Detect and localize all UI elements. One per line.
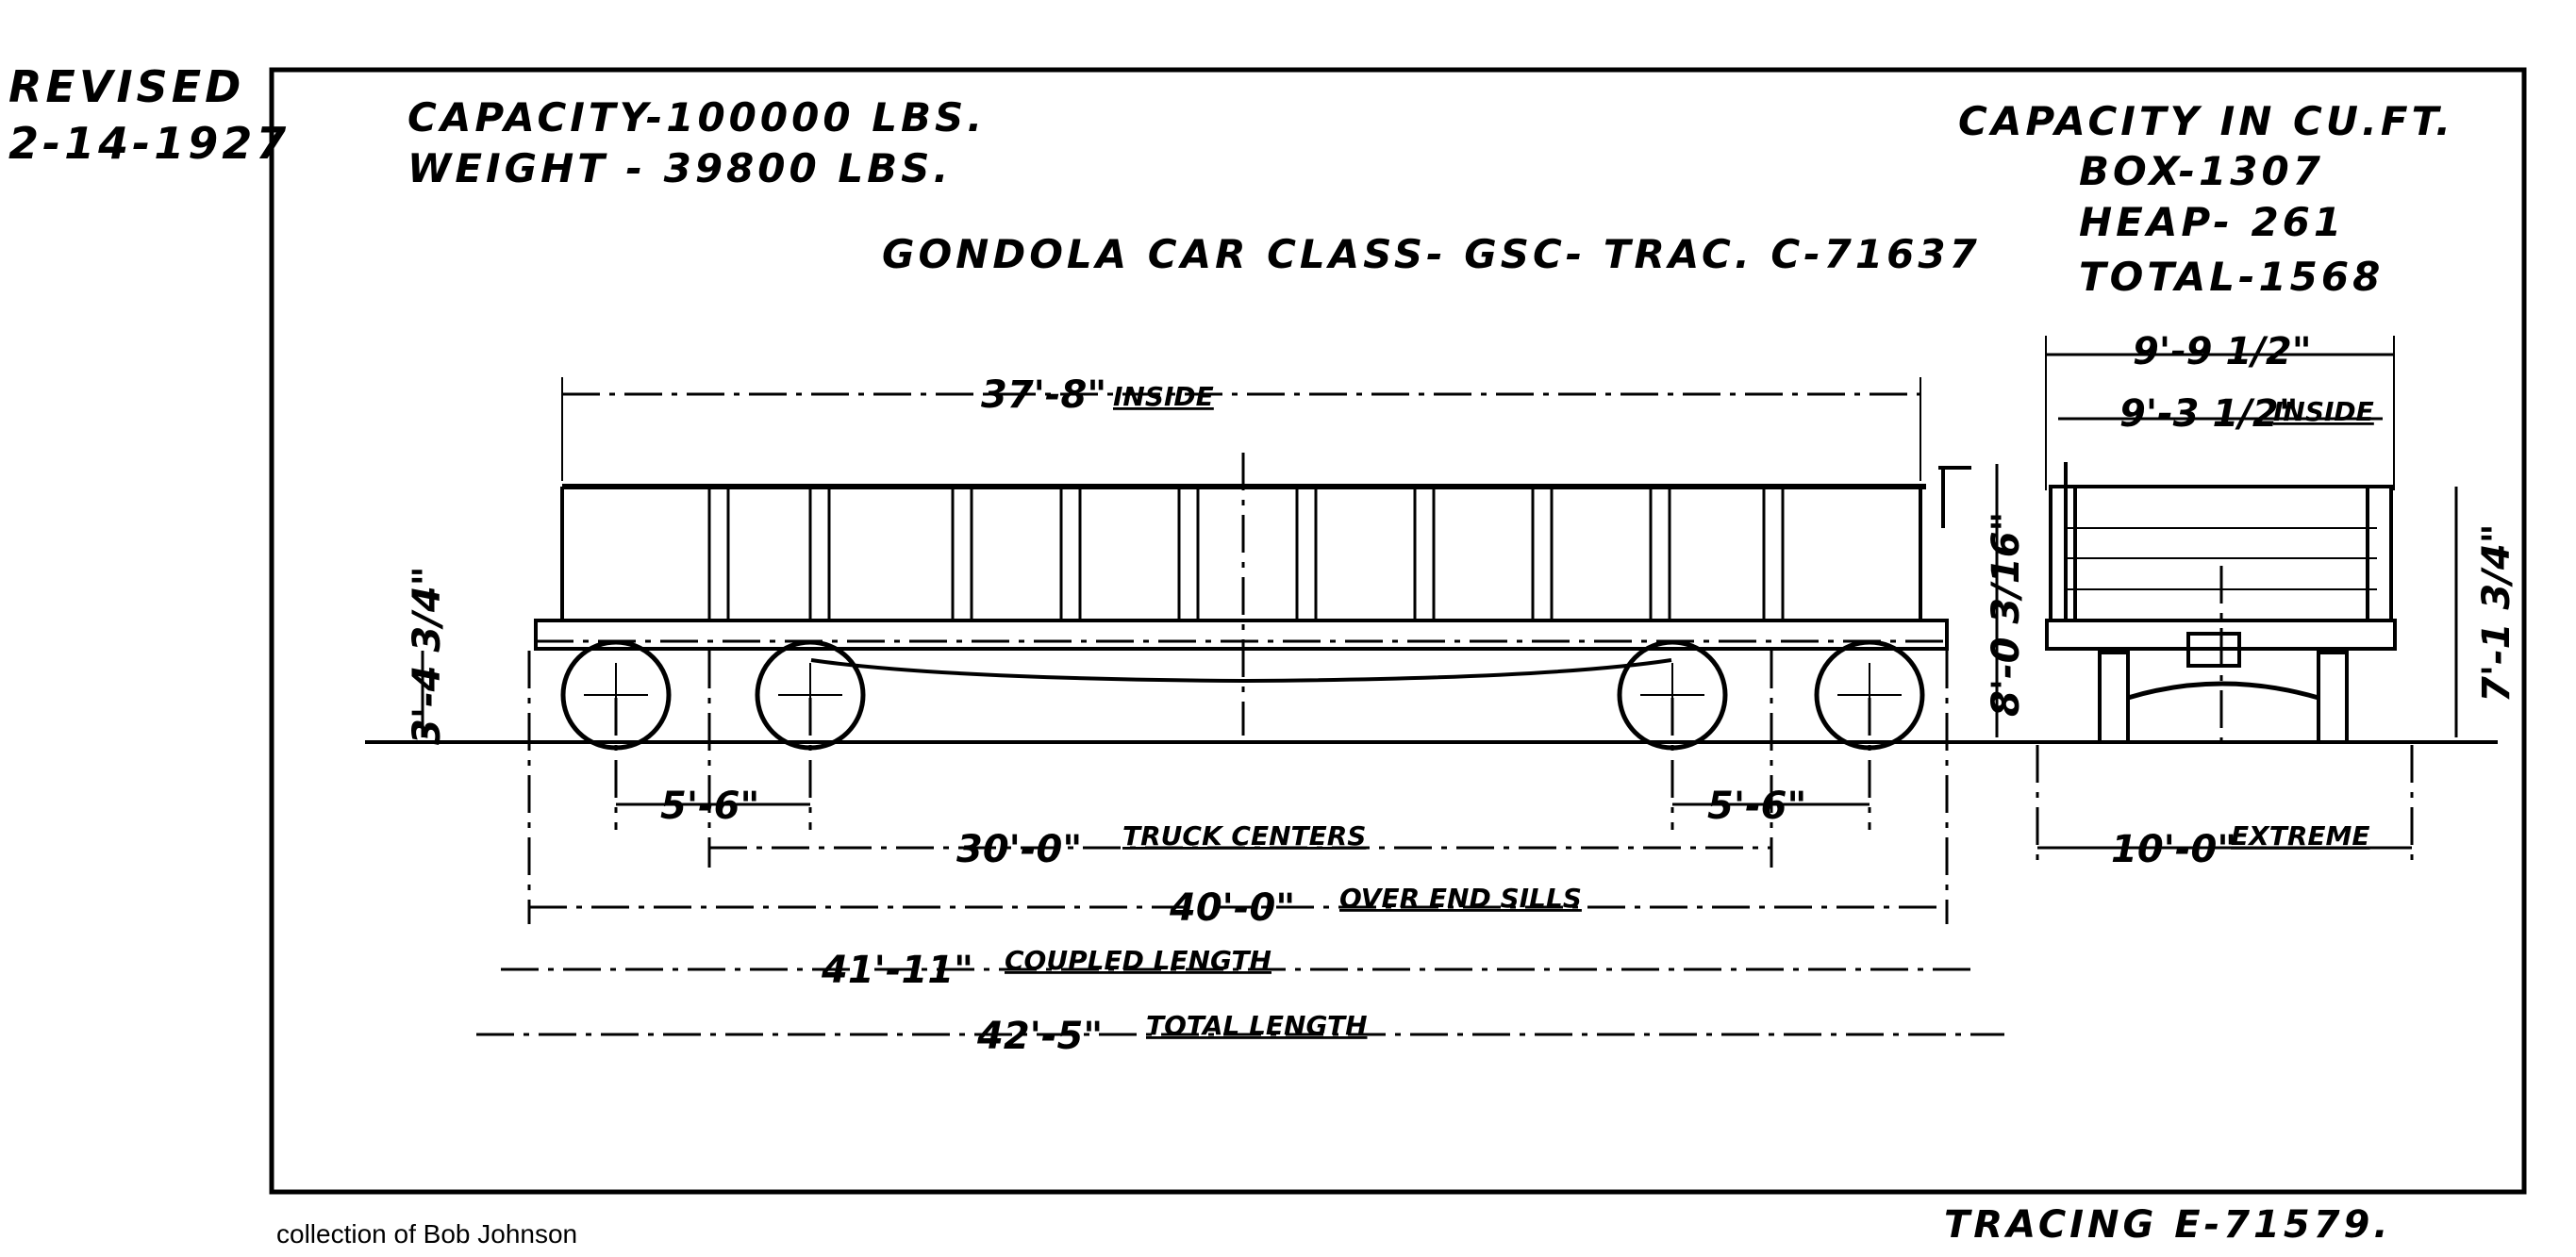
end-inside-note: INSIDE xyxy=(2273,396,2374,427)
dimension-lines xyxy=(421,336,2458,1036)
total-length-dim: 42'-5" xyxy=(976,1015,1103,1058)
truck-centers-note: TRUCK CENTERS xyxy=(1122,820,1366,852)
collection-credit: collection of Bob Johnson xyxy=(276,1219,577,1249)
weight-spec: WEIGHT - 39800 LBS. xyxy=(407,145,952,191)
cubic-capacity-heading: CAPACITY IN CU.FT. xyxy=(1958,98,2454,144)
total-capacity: TOTAL-1568 xyxy=(2079,254,2384,300)
heap-capacity: HEAP- 261 xyxy=(2079,199,2345,245)
end-width-dim: 9'-9 1/2" xyxy=(2133,330,2312,373)
box-capacity: BOX-1307 xyxy=(2079,148,2324,194)
extreme-width-note: EXTREME xyxy=(2231,820,2370,852)
sill-height-dim: 3'-4 3/4" xyxy=(406,566,449,745)
drawing-title: GONDOLA CAR CLASS- GSC- TRAC. C-71637 xyxy=(882,231,1981,277)
side-height-dim: 8'-0 3/16" xyxy=(1985,512,2028,717)
revision-label: REVISED xyxy=(8,61,244,112)
end-inside-width-dim: 9'-3 1/2" xyxy=(2119,392,2299,436)
over-end-sills-note: OVER END SILLS xyxy=(1339,883,1582,914)
extreme-width-dim: 10'-0" xyxy=(2111,828,2236,871)
over-end-sills-dim: 40'-0" xyxy=(1169,886,1295,930)
revision-date: 2-14-1927 xyxy=(8,118,290,169)
wheelbase-left-dim: 5'-6" xyxy=(660,785,759,828)
truck-centers-dim: 30'-0" xyxy=(956,828,1082,871)
end-height-dim: 7'-1 3/4" xyxy=(2475,523,2518,703)
total-length-note: TOTAL LENGTH xyxy=(1146,1010,1368,1041)
inside-length-note: INSIDE xyxy=(1113,381,1214,412)
end-elevation xyxy=(2045,462,2397,745)
capacity-spec: CAPACITY-100000 LBS. xyxy=(407,94,986,141)
drawing-frame xyxy=(269,67,2527,1195)
coupled-length-dim: 41'-11" xyxy=(821,949,973,992)
coupled-length-note: COUPLED LENGTH xyxy=(1005,945,1271,976)
side-elevation xyxy=(534,453,1971,751)
inside-length-dim: 37'-8" xyxy=(981,373,1106,417)
tracing-number: TRACING E-71579. xyxy=(1944,1203,2392,1247)
wheelbase-right-dim: 5'-6" xyxy=(1707,785,1806,828)
